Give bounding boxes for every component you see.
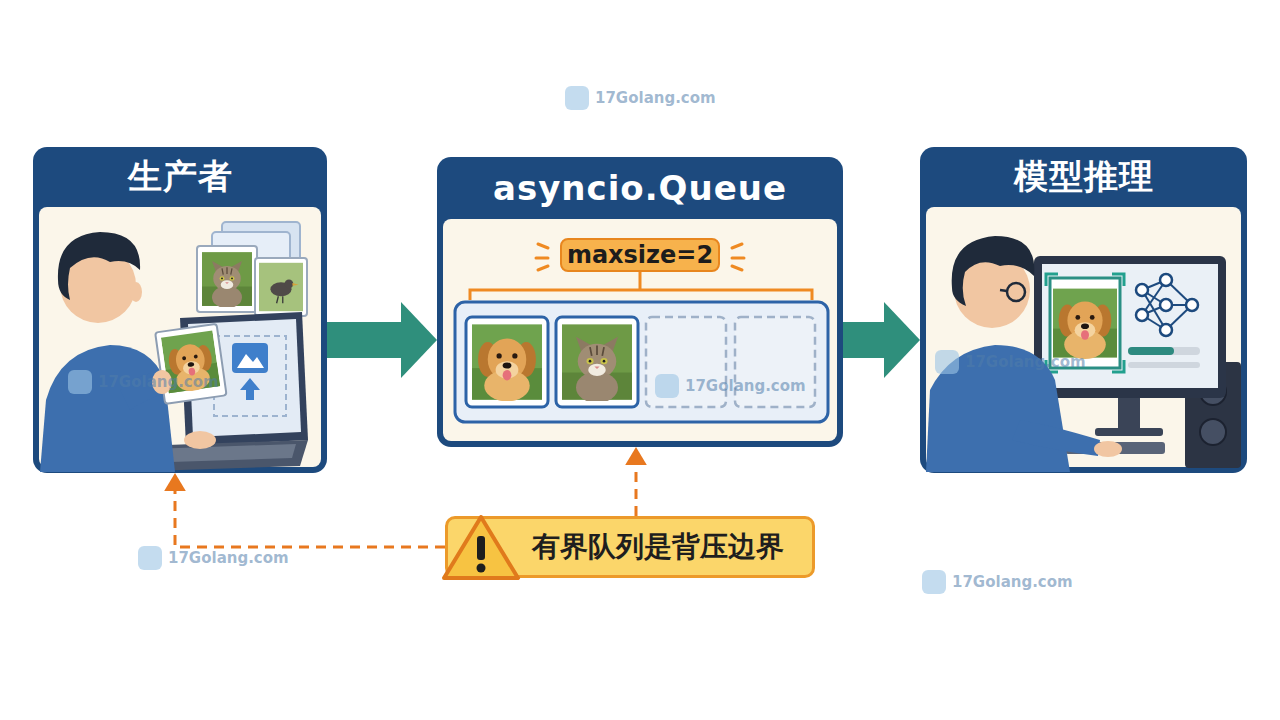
watermark-logo (922, 570, 946, 594)
panel-body (39, 207, 321, 467)
watermark-text: 17Golang.com (685, 377, 806, 395)
watermark-text: 17Golang.com (98, 373, 219, 391)
flow-arrow (843, 302, 920, 378)
arrow-head (401, 302, 437, 378)
watermark-logo (935, 350, 959, 374)
badge-text: maxsize=2 (567, 241, 713, 269)
watermark: 17Golang.com (922, 570, 1073, 594)
watermark-text: 17Golang.com (952, 573, 1073, 591)
watermark-logo (565, 86, 589, 110)
arrow-shaft (843, 322, 884, 358)
arrow-shaft (327, 322, 401, 358)
watermark-logo (68, 370, 92, 394)
watermark: 17Golang.com (935, 350, 1086, 374)
stage-panel: asyncio.Queue maxsize=2 (437, 157, 843, 447)
arrow-head (625, 447, 647, 465)
watermark-logo (138, 546, 162, 570)
stage-panel: 生产者 (33, 147, 327, 473)
stage-panel: 模型推理 (920, 147, 1247, 473)
panel-title: 模型推理 (920, 147, 1247, 207)
watermark-text: 17Golang.com (168, 549, 289, 567)
panel-body (926, 207, 1241, 467)
watermark: 17Golang.com (565, 86, 716, 110)
warning-text: 有界队列是背压边界 (532, 528, 784, 566)
capacity-badge: maxsize=2 (560, 238, 720, 272)
dashed-line (635, 459, 638, 516)
watermark-logo (655, 374, 679, 398)
panel-title: 生产者 (33, 147, 327, 207)
backpressure-arrow (625, 447, 647, 516)
arrow-head (884, 302, 920, 378)
watermark: 17Golang.com (138, 546, 289, 570)
watermark-text: 17Golang.com (595, 89, 716, 107)
panel-title: asyncio.Queue (437, 157, 843, 219)
watermark-text: 17Golang.com (965, 353, 1086, 371)
flow-arrow (327, 302, 437, 378)
dashed-line (175, 485, 445, 547)
watermark: 17Golang.com (655, 374, 806, 398)
backpressure-arrow (164, 473, 445, 547)
arrow-head (164, 473, 186, 491)
warning-box: 有界队列是背压边界 (445, 516, 815, 578)
watermark: 17Golang.com (68, 370, 219, 394)
